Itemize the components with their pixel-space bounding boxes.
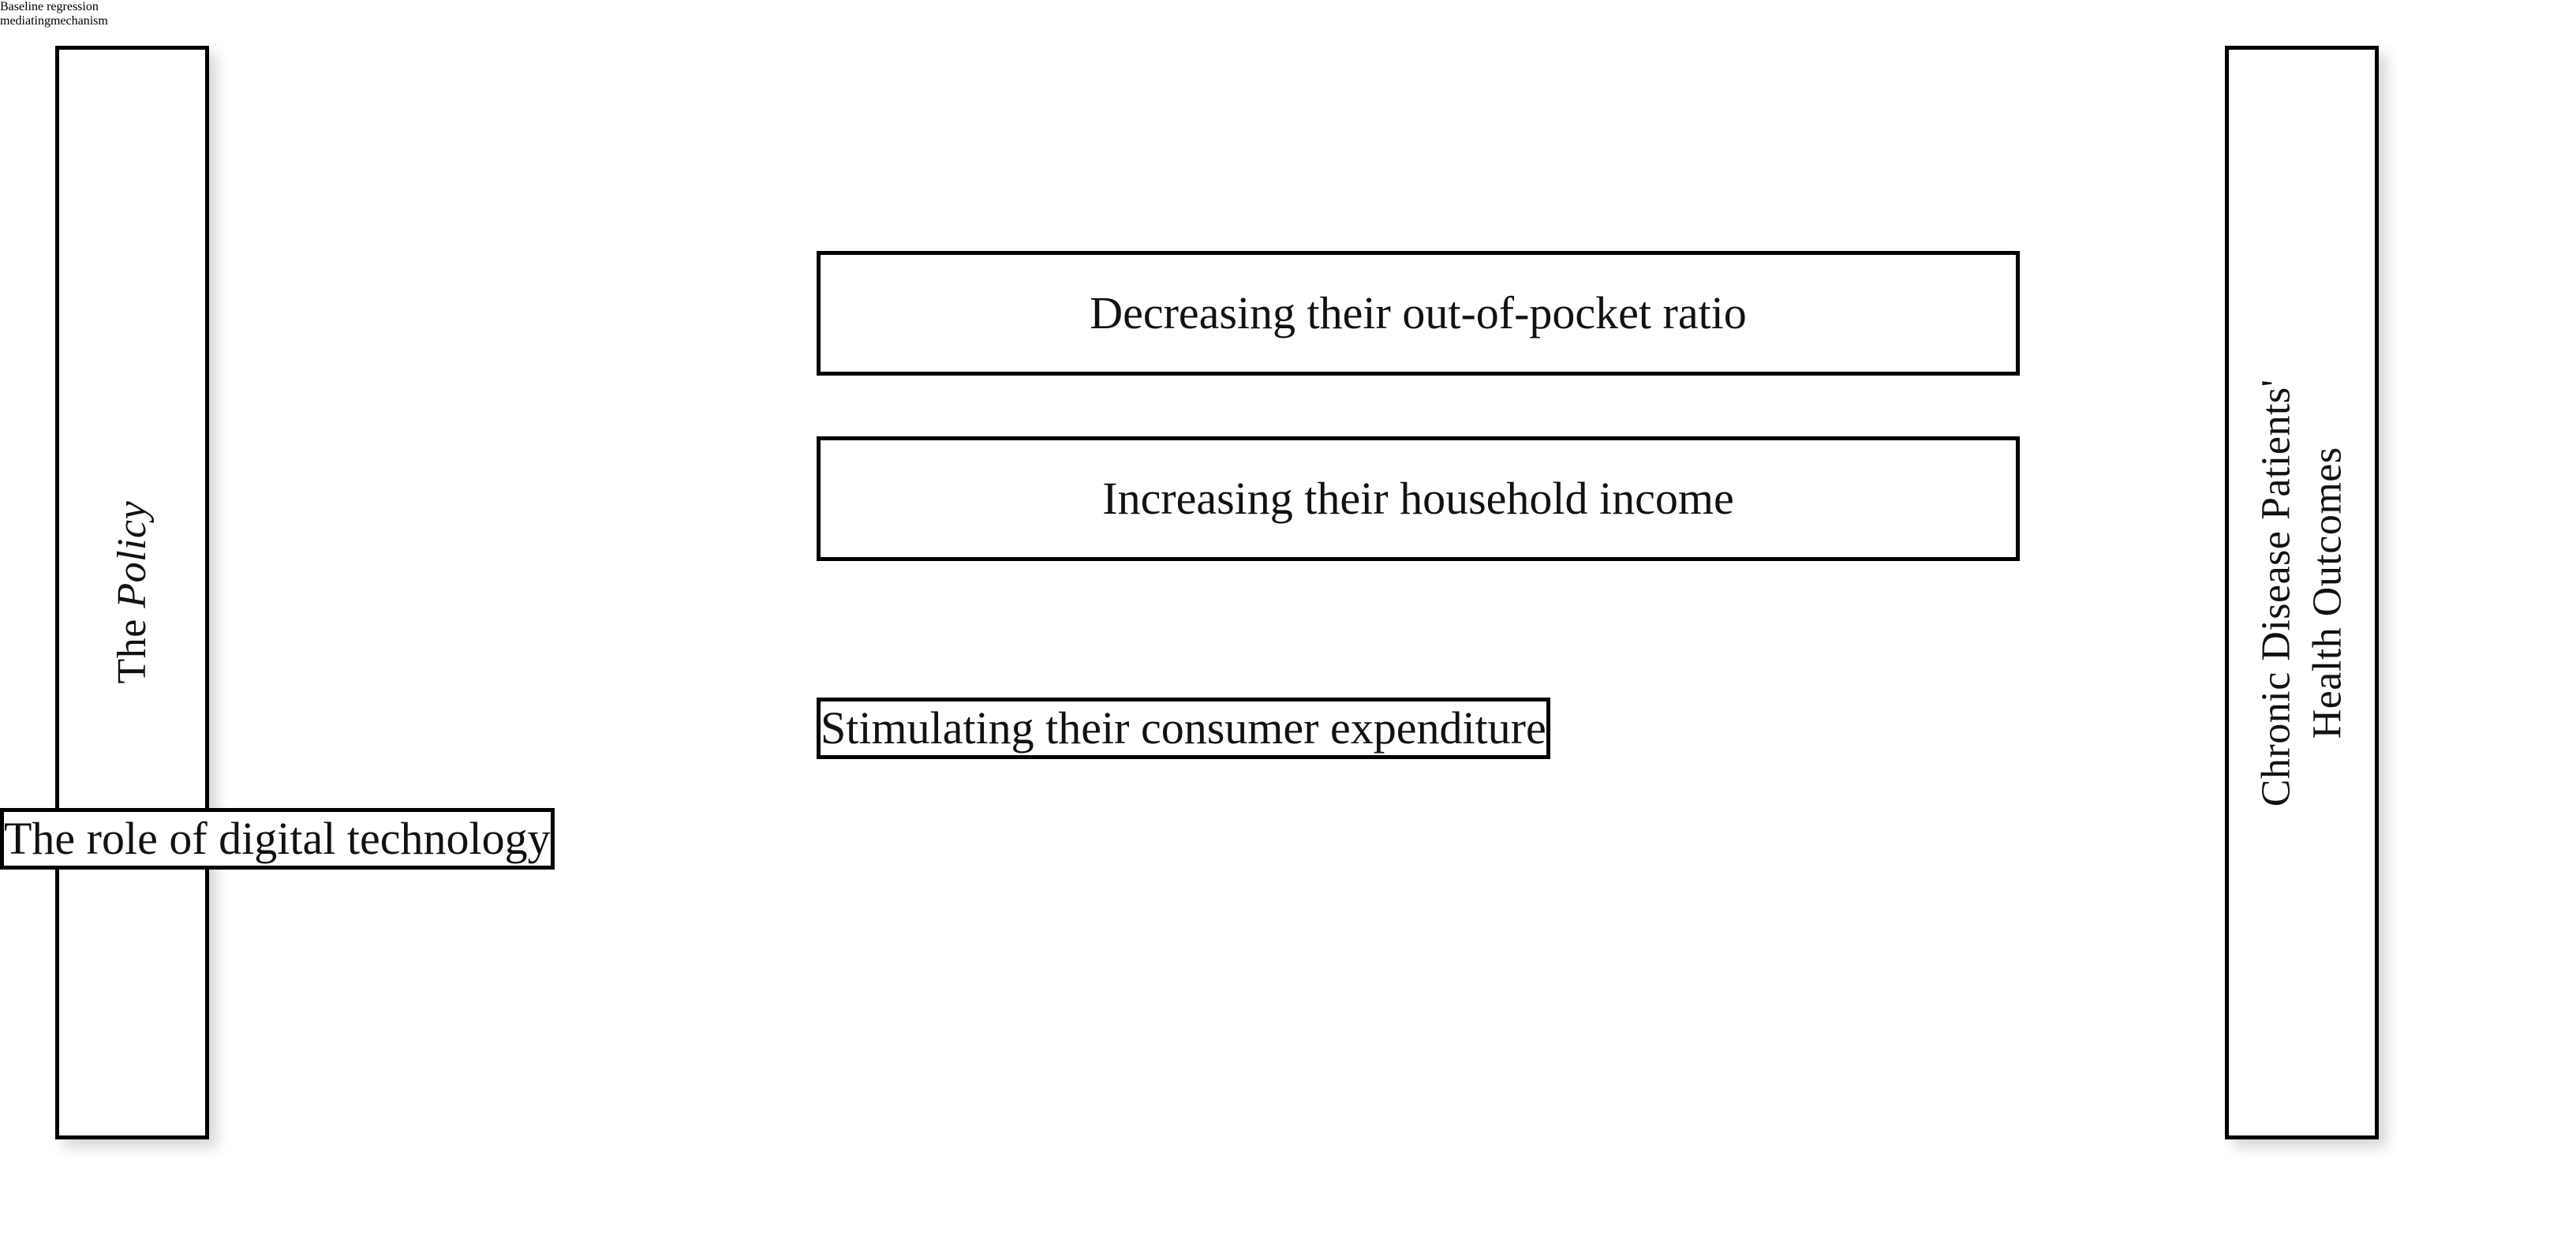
bracket-left-vertical <box>0 28 6 352</box>
node-outcome-line2: Health Outcomes <box>2305 447 2350 739</box>
node-mediator-3-label: Stimulating their consumer expenditure <box>821 702 1546 754</box>
node-mediator-2-label: Increasing their household income <box>1102 472 1734 524</box>
node-mediator-1[interactable]: Decreasing their out-of-pocket ratio <box>817 251 2020 376</box>
node-outcome-label: Chronic Disease Patients'Health Outcomes <box>2252 379 2352 806</box>
node-outcome[interactable]: Chronic Disease Patients'Health Outcomes <box>2225 46 2379 1139</box>
node-mediator-3[interactable]: Stimulating their consumer expenditure <box>817 698 1550 760</box>
node-outcome-line1: Chronic Disease Patients' <box>2253 379 2299 806</box>
node-digital-technology-label: The role of digital technology <box>4 813 551 864</box>
edge-mediating-label-line2: mechanism <box>50 14 108 28</box>
node-mediator-1-label: Decreasing their out-of-pocket ratio <box>1090 286 1747 339</box>
node-policy-italic: Policy <box>109 501 155 608</box>
node-policy[interactable]: The Policy <box>55 46 209 1139</box>
node-policy-prefix: The <box>109 608 155 684</box>
node-policy-label: The Policy <box>108 501 156 684</box>
bracket-right-vertical <box>0 363 6 686</box>
edge-baseline-label: Baseline regression <box>0 0 99 13</box>
edge-mediating-label-line1: mediating <box>0 14 50 28</box>
node-mediator-2[interactable]: Increasing their household income <box>817 436 2020 561</box>
node-digital-technology[interactable]: The role of digital technology <box>0 808 555 870</box>
edge-mediating-label: mediatingmechanism <box>0 14 2576 28</box>
